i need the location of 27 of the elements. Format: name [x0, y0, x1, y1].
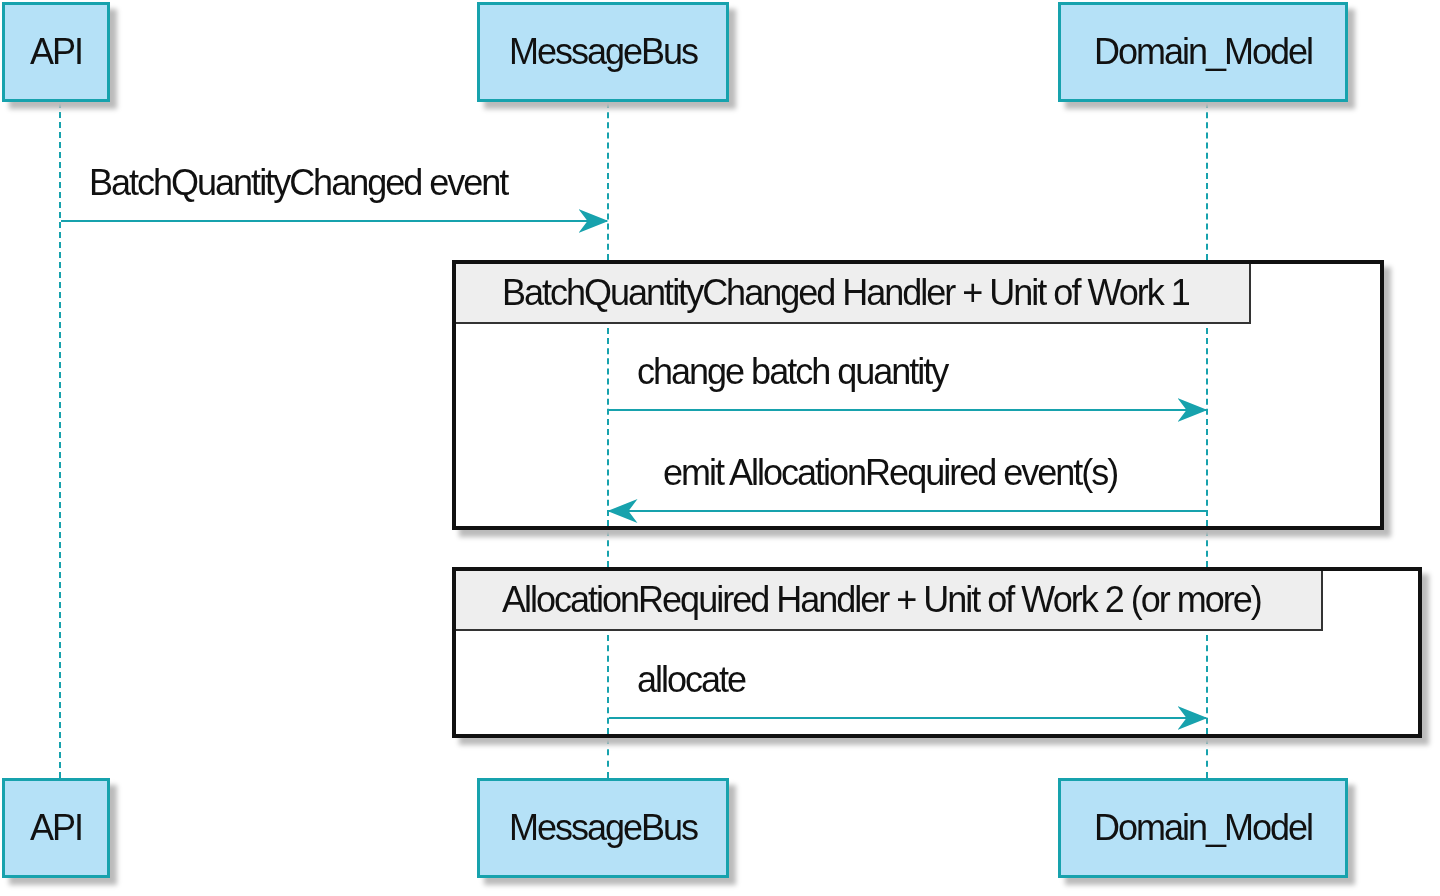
message-arrow	[60, 209, 609, 233]
message-arrow	[608, 398, 1208, 422]
message-label: BatchQuantityChanged event	[89, 161, 508, 205]
participant-box: Domain_Model	[1058, 2, 1348, 102]
lifeline	[1206, 102, 1208, 260]
message-arrow	[607, 499, 1207, 523]
lifeline	[607, 635, 609, 734]
participant-box: API	[2, 778, 110, 878]
frame-title: AllocationRequired Handler + Unit of Work 2 (or more)	[456, 571, 1323, 631]
message-label: emit AllocationRequired event(s)	[663, 451, 1118, 495]
lifeline	[1206, 635, 1208, 734]
frame-title: BatchQuantityChanged Handler + Unit of Work 1	[456, 264, 1251, 324]
lifeline	[1206, 328, 1208, 526]
lifeline	[1206, 530, 1208, 567]
message-arrow	[608, 706, 1208, 730]
message-label: allocate	[637, 658, 746, 702]
fragment-frame	[452, 567, 1422, 738]
lifeline	[607, 328, 609, 526]
participant-box: API	[2, 2, 110, 102]
participant-box: MessageBus	[477, 2, 729, 102]
lifeline	[607, 530, 609, 567]
message-label: change batch quantity	[637, 350, 948, 394]
participant-box: MessageBus	[477, 778, 729, 878]
participant-box: Domain_Model	[1058, 778, 1348, 878]
lifeline	[59, 102, 61, 778]
fragment-frame	[452, 260, 1384, 530]
lifeline	[607, 102, 609, 260]
